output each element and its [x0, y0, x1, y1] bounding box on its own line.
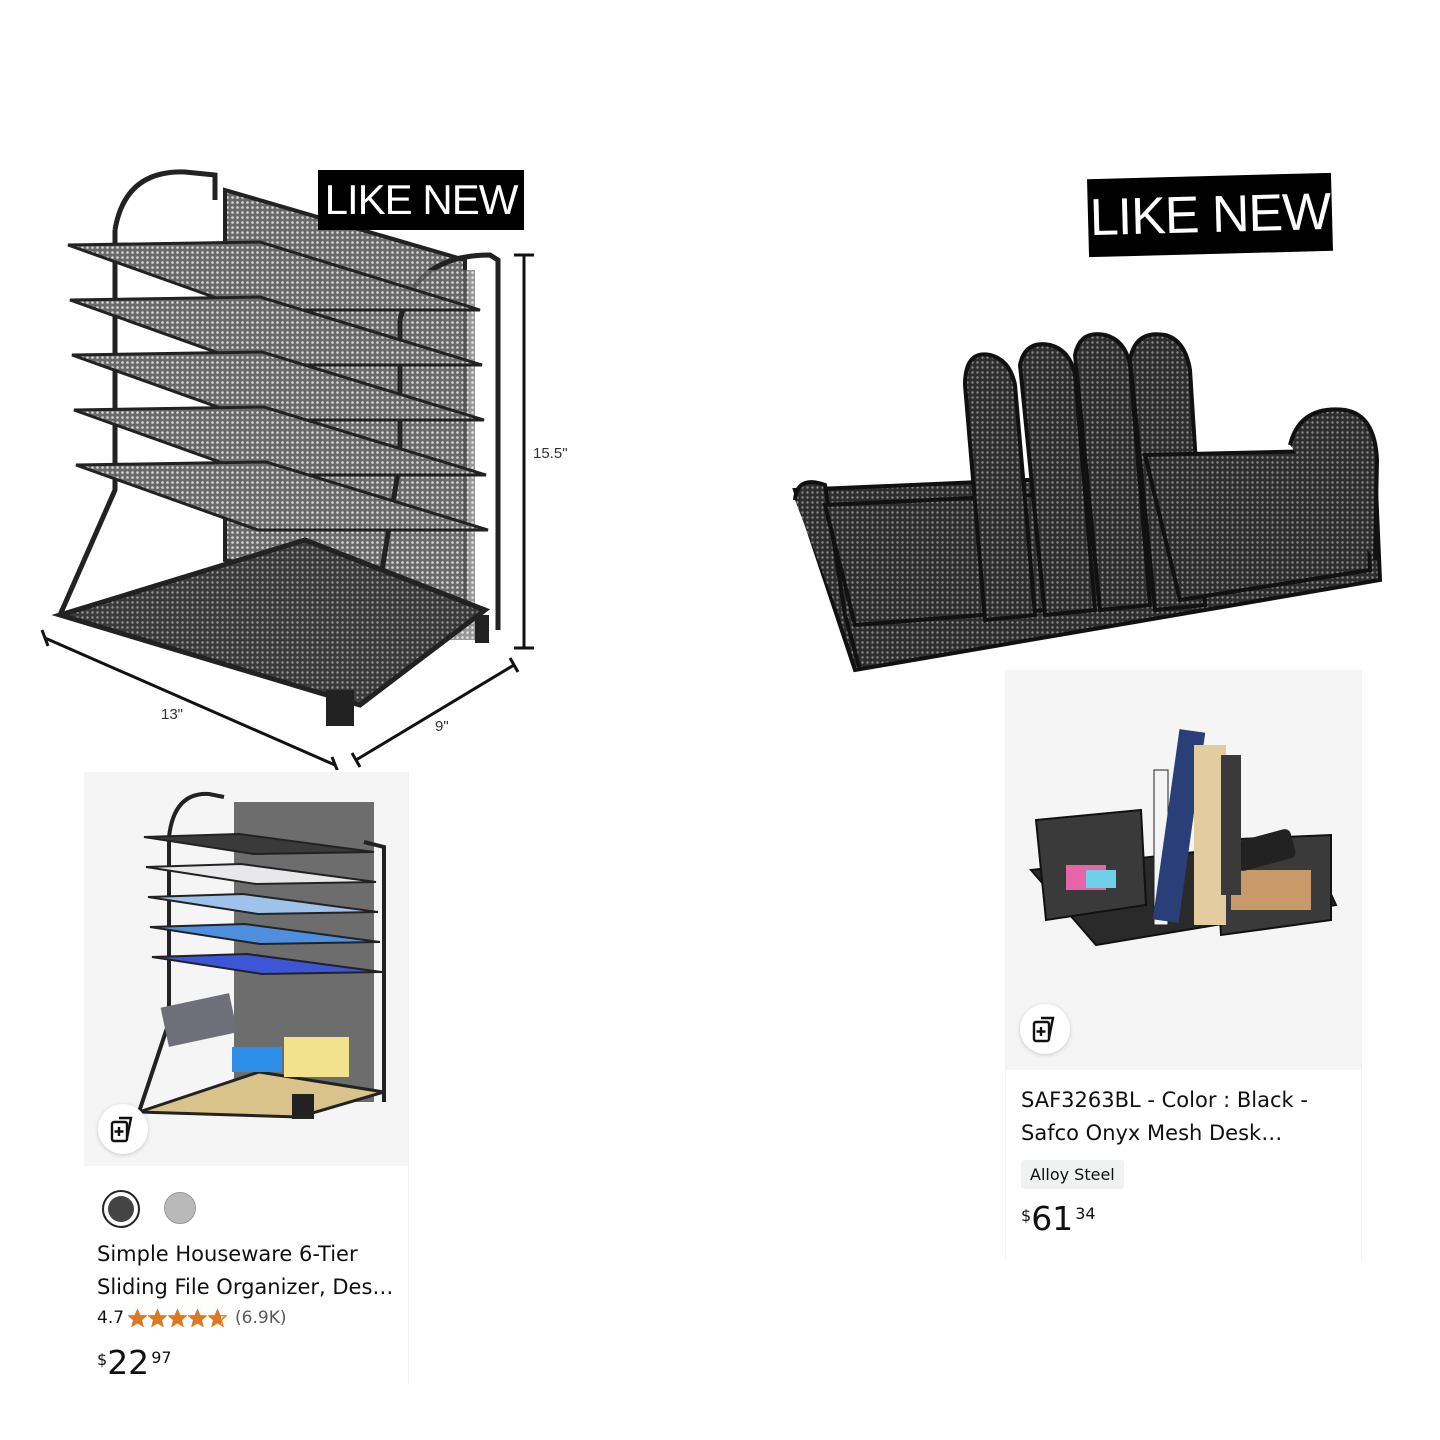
color-swatch-dark[interactable]	[102, 1190, 140, 1228]
star-icon	[148, 1309, 168, 1327]
price-whole: 22	[107, 1343, 150, 1382]
file-organizer-thumbnail	[137, 791, 386, 1119]
product-title[interactable]: Simple Houseware 6-Tier Sliding File Org…	[97, 1238, 397, 1304]
price: $ 22 97	[97, 1344, 172, 1382]
star-rating-icon	[128, 1309, 228, 1327]
star-icon	[208, 1309, 228, 1327]
product-title-line1: SAF3263BL - Color : Black -	[1021, 1088, 1308, 1112]
product-card-desk-organizer[interactable]: SAF3263BL - Color : Black - Safco Onyx M…	[1005, 670, 1362, 1260]
price-fraction: 97	[151, 1348, 172, 1367]
star-icon	[168, 1309, 188, 1327]
material-chip: Alloy Steel	[1021, 1160, 1124, 1189]
product-image[interactable]	[84, 772, 408, 1166]
product-title-line2: Safco Onyx Mesh Desk…	[1021, 1121, 1283, 1145]
price-fraction: 34	[1075, 1204, 1096, 1223]
price-whole: 61	[1031, 1199, 1074, 1238]
add-to-compare-button[interactable]	[98, 1104, 148, 1154]
star-icon	[128, 1309, 148, 1327]
depth-dimension-label: 9"	[435, 718, 449, 735]
product-title-line1: Simple Houseware 6-Tier	[97, 1242, 358, 1266]
rating-row[interactable]: 4.7 (6.9K)	[97, 1308, 287, 1328]
product-image[interactable]	[1006, 670, 1361, 1070]
like-new-badge-right: LIKE NEW	[1087, 172, 1333, 258]
add-to-compare-icon	[110, 1116, 133, 1143]
width-dimension-label: 13"	[161, 706, 184, 723]
desk-organizer-thumbnail	[1028, 729, 1338, 947]
height-dimension-label: 15.5"	[533, 445, 568, 462]
review-count: (6.9K)	[235, 1308, 287, 1328]
price-symbol: $	[97, 1350, 108, 1369]
desk-organizer-photo	[792, 332, 1383, 673]
price-symbol: $	[1021, 1206, 1032, 1225]
price: $ 61 34	[1021, 1200, 1096, 1238]
star-icon	[188, 1309, 208, 1327]
product-card-file-organizer[interactable]: Simple Houseware 6-Tier Sliding File Org…	[84, 772, 409, 1384]
rating-value: 4.7	[97, 1308, 125, 1328]
like-new-badge-left: LIKE NEW	[318, 170, 524, 230]
product-title[interactable]: SAF3263BL - Color : Black - Safco Onyx M…	[1021, 1084, 1351, 1150]
product-title-line2: Sliding File Organizer, Des…	[97, 1275, 394, 1299]
color-swatch-light[interactable]	[164, 1192, 196, 1224]
add-to-compare-button[interactable]	[1020, 1004, 1070, 1054]
file-organizer-photo	[40, 169, 534, 770]
add-to-compare-icon	[1032, 1016, 1055, 1043]
